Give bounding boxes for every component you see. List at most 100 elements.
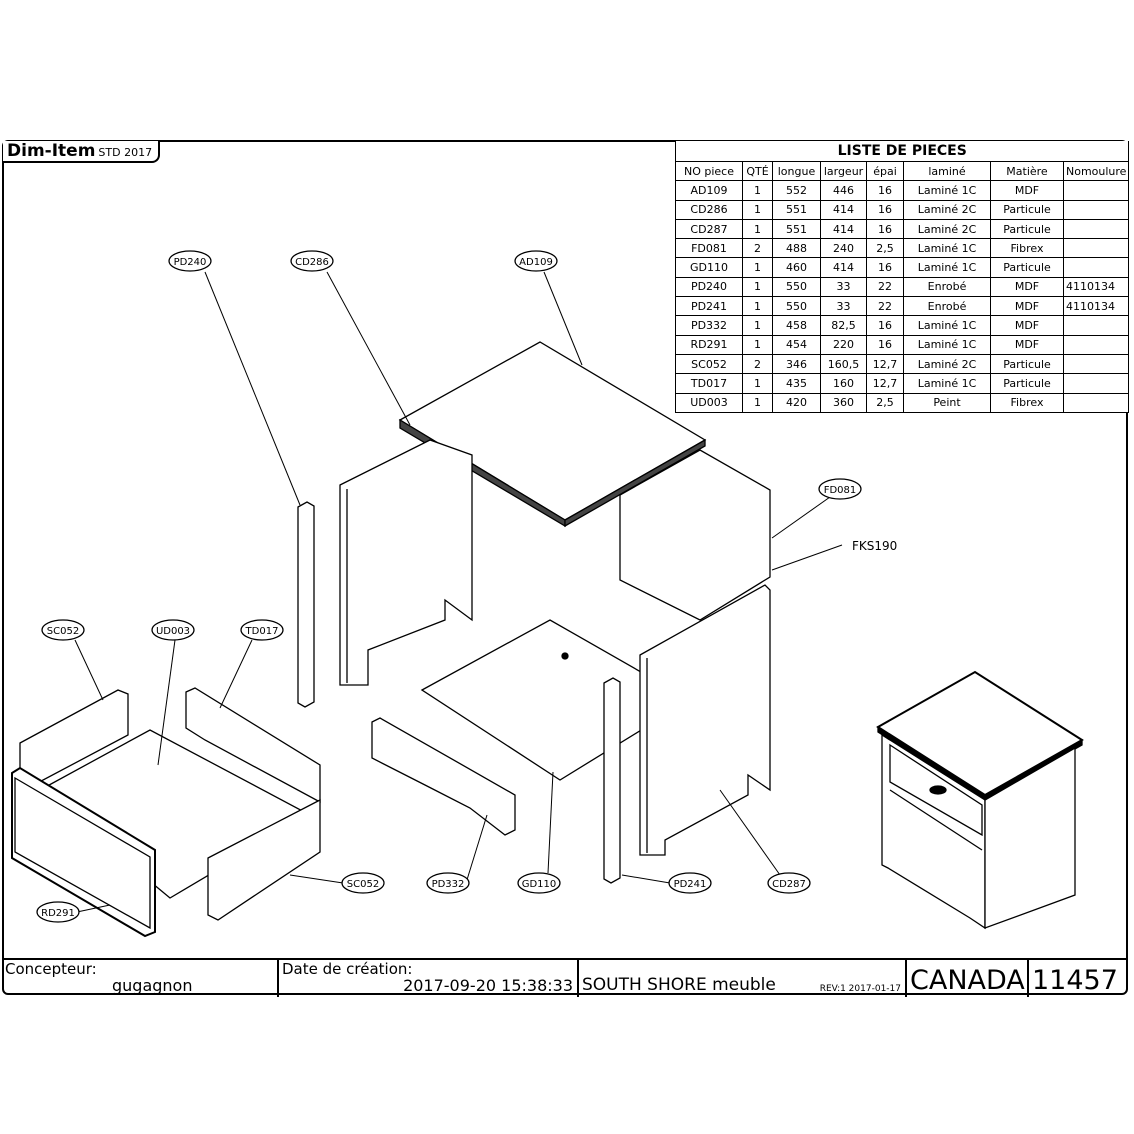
table-cell: Laminé 1C bbox=[903, 373, 991, 394]
table-cell: 82,5 bbox=[820, 315, 867, 336]
table-cell: 1 bbox=[742, 296, 773, 317]
callout-fd081: FD081 bbox=[818, 478, 862, 500]
column-header: épai bbox=[866, 160, 904, 182]
table-cell: 160,5 bbox=[820, 353, 867, 375]
table-cell: Laminé 2C bbox=[903, 199, 991, 220]
table-cell: 16 bbox=[866, 199, 904, 220]
table-cell: 414 bbox=[820, 257, 867, 278]
table-cell: Laminé 1C bbox=[903, 257, 991, 278]
table-cell: 1 bbox=[742, 392, 773, 413]
table-cell: Particule bbox=[990, 218, 1064, 240]
table-cell bbox=[1062, 199, 1130, 220]
table-cell: Fibrex bbox=[990, 238, 1064, 259]
callout-sc052-right: SC052 bbox=[341, 872, 385, 894]
table-cell bbox=[1062, 392, 1130, 413]
svg-text:GD110: GD110 bbox=[522, 879, 557, 890]
svg-text:PD240: PD240 bbox=[174, 257, 207, 268]
table-cell: Laminé 1C bbox=[903, 315, 991, 336]
svg-text:PD332: PD332 bbox=[432, 879, 465, 890]
country-cell: CANADA bbox=[907, 960, 1029, 997]
table-cell: 16 bbox=[866, 257, 904, 278]
title-block: Concepteur: gugagnon Date de création: 2… bbox=[2, 958, 1128, 997]
table-cell: 16 bbox=[866, 218, 904, 240]
item-number-cell: 11457 bbox=[1029, 960, 1126, 997]
table-cell: Particule bbox=[990, 373, 1064, 394]
table-cell: FD081 bbox=[675, 238, 743, 259]
table-cell: PD241 bbox=[675, 296, 743, 317]
table-cell: 454 bbox=[772, 334, 821, 355]
callout-gd110: GD110 bbox=[517, 872, 561, 894]
column-header: longue bbox=[772, 160, 821, 182]
svg-text:FD081: FD081 bbox=[824, 485, 857, 496]
table-cell: 12,7 bbox=[866, 353, 904, 375]
column-header: laminé bbox=[903, 160, 991, 182]
table-cell: 1 bbox=[742, 199, 773, 220]
table-cell: 1 bbox=[742, 180, 773, 201]
item-number: 11457 bbox=[1032, 965, 1118, 996]
table-cell: PD332 bbox=[675, 315, 743, 336]
table-cell: GD110 bbox=[675, 257, 743, 278]
company-name: SOUTH SHORE meuble bbox=[582, 975, 776, 995]
table-cell: 16 bbox=[866, 334, 904, 355]
part-pd240 bbox=[297, 501, 315, 708]
column-header: largeur bbox=[820, 160, 867, 182]
table-cell: 160 bbox=[820, 373, 867, 394]
table-cell: 360 bbox=[820, 392, 867, 413]
table-cell: 488 bbox=[772, 238, 821, 259]
table-cell: 551 bbox=[772, 199, 821, 220]
table-cell bbox=[1062, 218, 1130, 240]
table-cell: MDF bbox=[990, 296, 1064, 317]
table-cell: SC052 bbox=[675, 353, 743, 375]
parts-list-title: LISTE DE PIECES bbox=[674, 141, 1130, 162]
table-cell: Peint bbox=[903, 392, 991, 413]
table-cell: Laminé 1C bbox=[903, 334, 991, 355]
table-cell: 414 bbox=[820, 199, 867, 220]
table-cell: 16 bbox=[866, 180, 904, 201]
table-cell: 2,5 bbox=[866, 392, 904, 413]
table-cell: Laminé 2C bbox=[903, 218, 991, 240]
part-pd241 bbox=[603, 677, 621, 884]
table-cell: Laminé 1C bbox=[903, 238, 991, 259]
svg-text:FKS190: FKS190 bbox=[852, 539, 897, 553]
table-cell: 22 bbox=[866, 296, 904, 317]
table-cell: 2 bbox=[742, 353, 773, 375]
table-cell: 33 bbox=[820, 296, 867, 317]
date-value: 2017-09-20 15:38:33 bbox=[403, 976, 573, 995]
table-cell: TD017 bbox=[675, 373, 743, 394]
table-cell: MDF bbox=[990, 180, 1064, 201]
table-cell: 552 bbox=[772, 180, 821, 201]
callout-pd241: PD241 bbox=[668, 872, 712, 894]
callout-pd240: PD240 bbox=[168, 250, 212, 272]
svg-text:CD286: CD286 bbox=[295, 257, 329, 268]
svg-text:UD003: UD003 bbox=[156, 626, 190, 637]
revision: REV:1 2017-01-17 bbox=[819, 984, 901, 994]
assembled-nightstand-preview bbox=[876, 670, 1084, 930]
table-cell: RD291 bbox=[675, 334, 743, 355]
table-cell: 458 bbox=[772, 315, 821, 336]
table-cell: 435 bbox=[772, 373, 821, 394]
table-cell: Laminé 2C bbox=[903, 353, 991, 375]
column-header: Nomoulure bbox=[1062, 160, 1130, 182]
part-pd332 bbox=[371, 717, 516, 836]
callout-ad109: AD109 bbox=[514, 250, 558, 272]
table-cell: 1 bbox=[742, 276, 773, 298]
table-cell: Enrobé bbox=[903, 296, 991, 317]
designer-label: Concepteur: bbox=[5, 960, 97, 978]
table-cell bbox=[1062, 353, 1130, 375]
table-cell bbox=[1062, 315, 1130, 336]
table-cell: MDF bbox=[990, 276, 1064, 298]
leader-lines bbox=[74, 271, 843, 913]
table-cell bbox=[1062, 257, 1130, 278]
